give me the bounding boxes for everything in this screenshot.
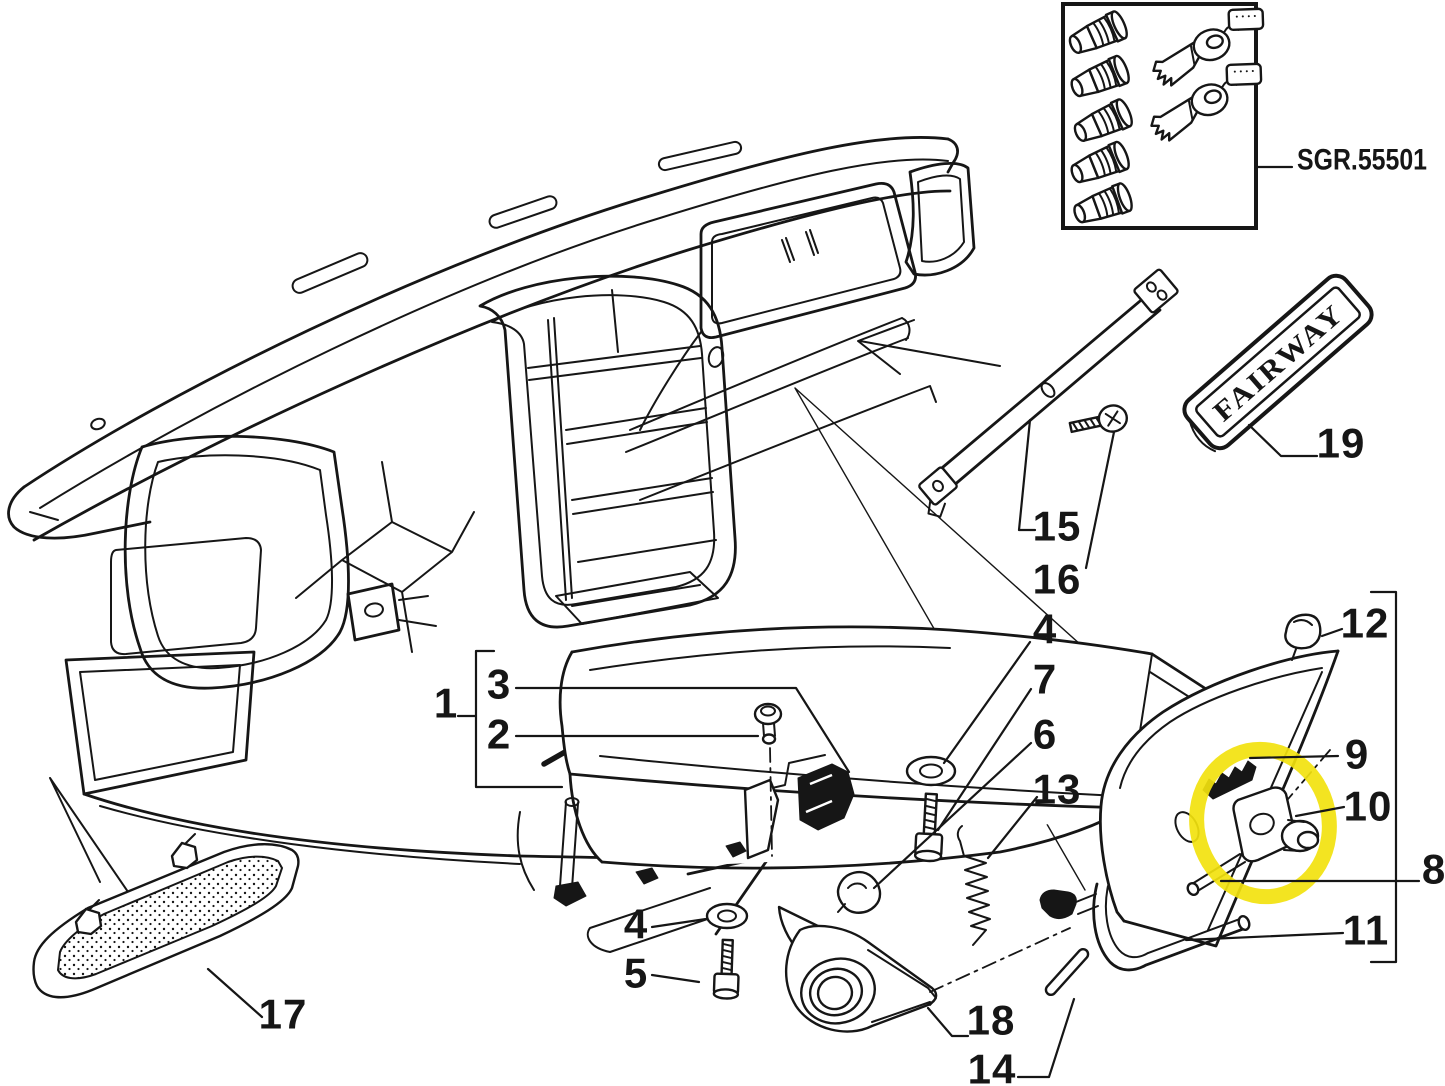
parts-bracket bbox=[1369, 590, 1398, 964]
lid-screw-2 bbox=[753, 702, 783, 857]
part-callout-15: 15 bbox=[1033, 503, 1082, 550]
part-callout-14: 14 bbox=[968, 1046, 1017, 1086]
bolt-7 bbox=[913, 792, 944, 863]
latch-3 bbox=[797, 763, 855, 831]
part-callout-11: 11 bbox=[1343, 907, 1389, 954]
screw-16 bbox=[1068, 404, 1129, 434]
clip-12 bbox=[1284, 613, 1322, 661]
part-callout-6: 6 bbox=[1033, 711, 1057, 758]
part-callout-17: 17 bbox=[259, 991, 308, 1038]
clip-6 bbox=[836, 870, 882, 914]
tray-17 bbox=[32, 833, 300, 999]
spring-13 bbox=[956, 825, 991, 946]
part-callout-19: 19 bbox=[1317, 420, 1366, 467]
kit-code-label: SGR.55501 bbox=[1297, 144, 1427, 177]
dashboard-illustration bbox=[7, 136, 976, 865]
part-callout-3: 3 bbox=[487, 661, 511, 708]
part-callout-12: 12 bbox=[1341, 600, 1390, 647]
washer-4-left bbox=[705, 902, 749, 930]
lock-kit-box bbox=[1061, 0, 1294, 230]
part-callout-8: 8 bbox=[1422, 846, 1445, 893]
callout-leaders bbox=[206, 418, 1421, 1079]
pin-14 bbox=[1044, 947, 1090, 997]
bolt-5 bbox=[712, 938, 740, 1000]
part-callout-2: 2 bbox=[487, 711, 511, 758]
mounting-rail-15 bbox=[918, 268, 1179, 518]
lamp-18 bbox=[777, 905, 938, 1033]
hinge-11 bbox=[929, 882, 1251, 993]
part-callout-7: 7 bbox=[1033, 656, 1057, 703]
lock-cylinder-10 bbox=[1186, 760, 1320, 896]
part-callout-1: 1 bbox=[434, 680, 458, 727]
part-callout-4-right: 4 bbox=[1033, 606, 1057, 653]
part-callout-10: 10 bbox=[1344, 783, 1393, 830]
part-callout-13: 13 bbox=[1033, 766, 1082, 813]
part-callout-18: 18 bbox=[967, 997, 1016, 1044]
part-callout-4-left: 4 bbox=[624, 901, 648, 948]
part-callout-16: 16 bbox=[1033, 556, 1082, 603]
part-callout-5: 5 bbox=[624, 950, 648, 997]
part-callout-9: 9 bbox=[1345, 731, 1369, 778]
washer-4-right bbox=[905, 755, 957, 787]
